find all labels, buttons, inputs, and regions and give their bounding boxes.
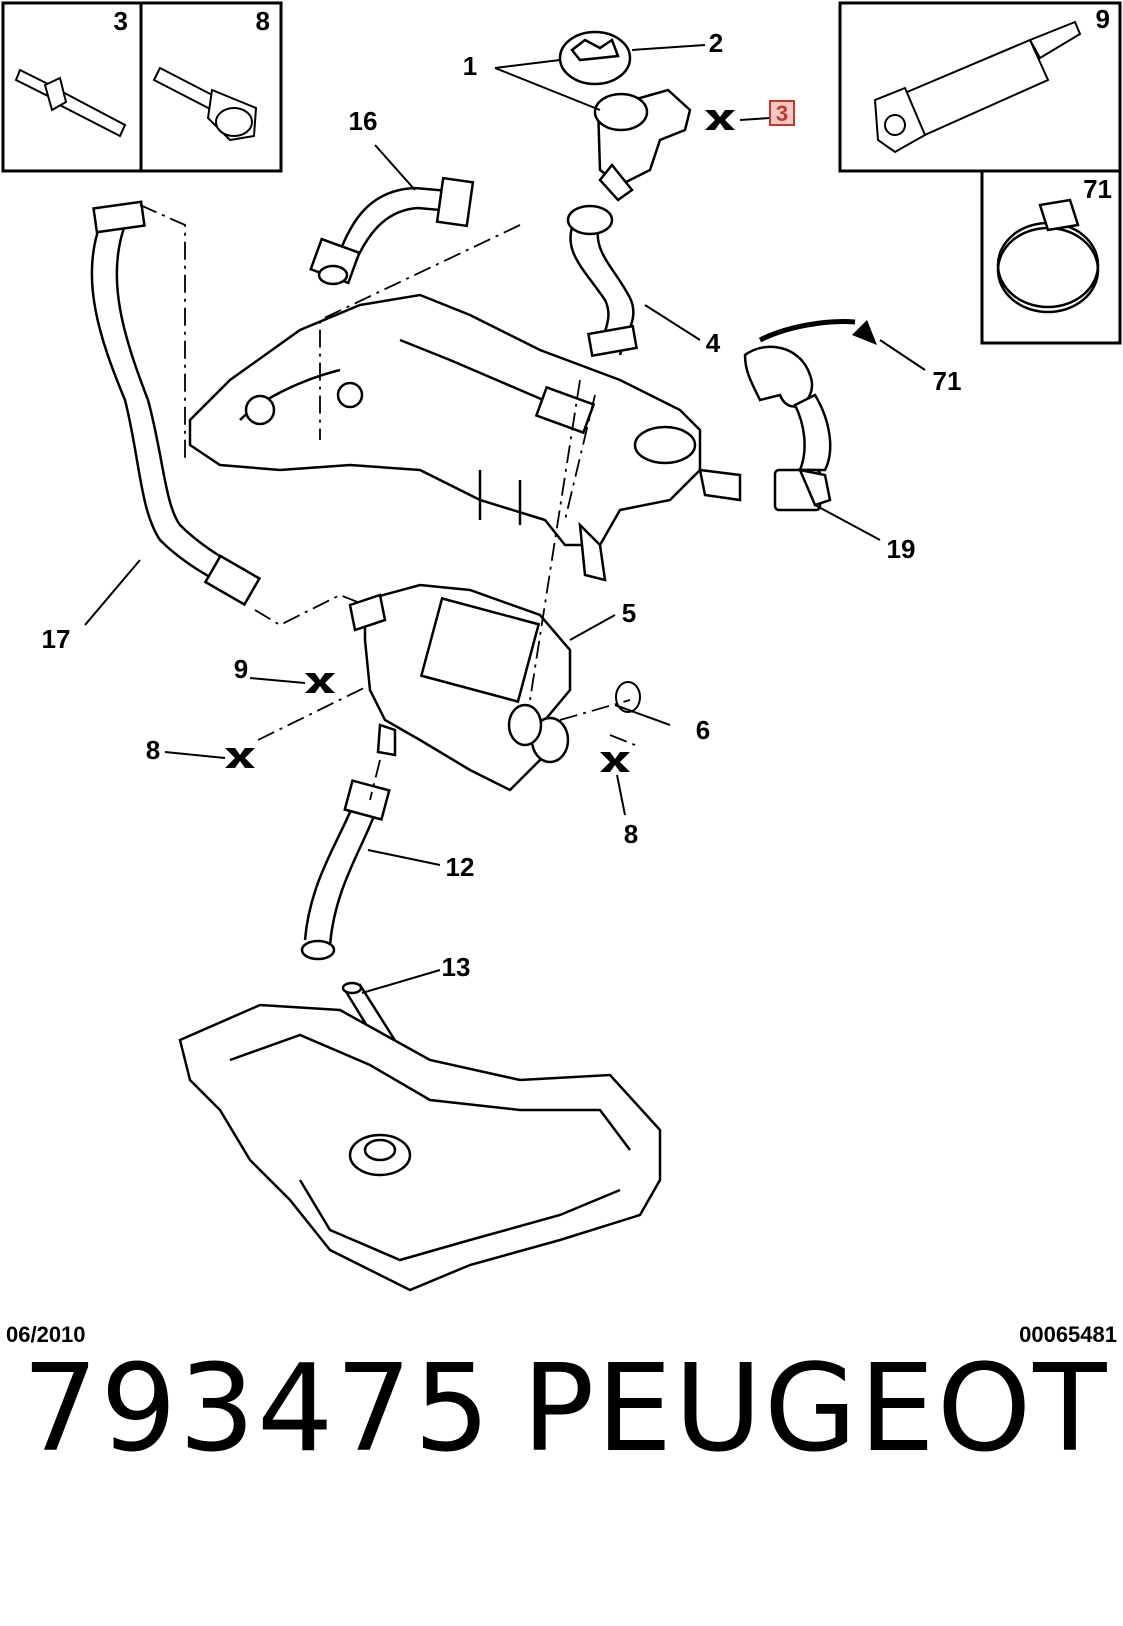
oil-filler-cap (558, 30, 632, 86)
callout-4: 4 (706, 328, 721, 358)
cross-mark-9 (305, 673, 335, 693)
intake-manifold (188, 293, 742, 582)
spacer-stud-icon (873, 20, 1082, 154)
callout-6: 6 (696, 715, 710, 745)
oil-filler-neck (593, 88, 692, 202)
flange-bolt-icon (152, 66, 258, 142)
oil-separator-5 (348, 583, 572, 792)
brand-name: PEUGEOT (522, 1340, 1109, 1479)
cross-mark-8-left (225, 748, 255, 768)
callout-8-right: 8 (624, 819, 638, 849)
leader-lines (84, 44, 926, 994)
oil-pan (178, 1003, 662, 1292)
callout-16: 16 (349, 106, 378, 136)
alignment-lines (139, 204, 636, 801)
cross-mark-3 (705, 110, 735, 130)
inset-screw-8 (139, 1, 283, 173)
inset-clamp-71 (980, 169, 1122, 345)
callout-3-ref: 3 (776, 101, 788, 126)
hose-17 (90, 200, 262, 607)
inset-label-71: 71 (1083, 174, 1112, 204)
callout-19: 19 (887, 534, 916, 564)
callout-9: 9 (234, 654, 248, 684)
callout-2: 2 (709, 28, 723, 58)
breather-hose-19 (743, 345, 832, 512)
cross-mark-8-right (600, 752, 630, 772)
parts-diagram: 3 8 9 71 (1, 1, 1122, 1292)
hose-16 (309, 176, 475, 286)
footer-date: 06/2010 (6, 1322, 86, 1347)
callout-17: 17 (42, 624, 71, 654)
stud-bolt-icon (14, 68, 127, 138)
callout-71: 71 (933, 366, 962, 396)
inset-screw-3 (1, 1, 143, 173)
hose-clamp-icon (996, 198, 1100, 314)
part-number: 793475 (22, 1340, 493, 1479)
inset-label-9: 9 (1096, 4, 1110, 34)
inset-label-8: 8 (256, 6, 270, 36)
hose-12 (300, 779, 391, 961)
clamp-71-indicator (758, 319, 877, 345)
callout-8-left: 8 (146, 735, 160, 765)
o-ring-6 (615, 681, 641, 713)
callout-12: 12 (446, 852, 475, 882)
footer-reference: 00065481 (1019, 1322, 1117, 1347)
inset-spacer-9 (838, 1, 1122, 173)
callout-5: 5 (622, 598, 636, 628)
callout-1: 1 (463, 51, 477, 81)
hose-4 (566, 204, 639, 358)
triangle-arrow-icon (852, 320, 877, 345)
inset-label-3: 3 (114, 6, 128, 36)
ref-box-3 (769, 100, 795, 126)
callout-13: 13 (442, 952, 471, 982)
fastener-cross-marks (225, 110, 735, 772)
